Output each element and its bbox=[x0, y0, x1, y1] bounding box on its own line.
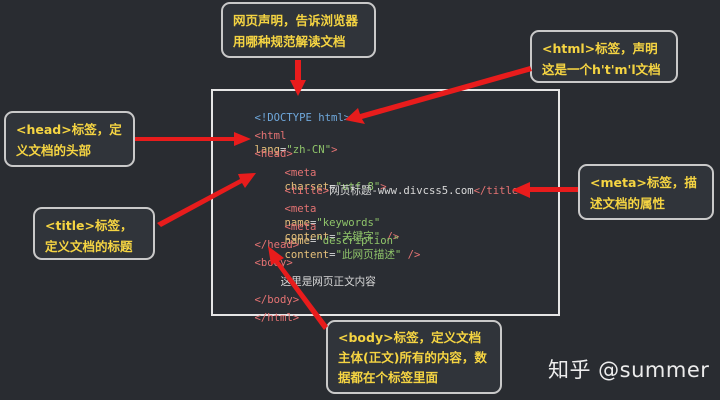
code-line-meta-keywords: <meta name="keywords" content="关键字" /> bbox=[259, 188, 400, 258]
equals-sign: = bbox=[310, 235, 317, 247]
title-open-tag: <title> bbox=[284, 185, 330, 197]
meta-description-content-attr: content bbox=[284, 249, 330, 261]
title-text: 网页标题-www.divcss5.com bbox=[329, 185, 474, 197]
meta-keywords-content-value: "关键字" bbox=[335, 231, 381, 243]
arrow-meta bbox=[512, 182, 578, 198]
code-line-html-open: <html lang="zh-CN"> bbox=[229, 115, 338, 171]
body-text: 这里是网页正文内容 bbox=[280, 276, 376, 288]
meta-keywords-tag: <meta bbox=[284, 203, 317, 215]
code-line-head-close: </head> bbox=[229, 224, 300, 266]
meta-charset-tag: <meta bbox=[284, 167, 317, 179]
meta-description-name-attr: name bbox=[284, 235, 311, 247]
callout-body: <body>标签，定义文档主体(正文)所有的内容，数据都在个标签里面 bbox=[326, 320, 502, 394]
head-open-tag: <head> bbox=[254, 148, 293, 160]
callout-html: <html>标签，声明这是一个h't'm'l文档 bbox=[530, 30, 678, 83]
equals-sign: = bbox=[329, 249, 336, 261]
code-line-body-close: </body> bbox=[229, 279, 300, 321]
callout-meta: <meta>标签，描述文档的属性 bbox=[578, 164, 714, 220]
meta-keywords-end: /> bbox=[380, 231, 400, 243]
callout-html-text: <html>标签，声明这是一个h't'm'l文档 bbox=[542, 41, 661, 77]
code-line-html-close: </html> bbox=[229, 297, 300, 339]
arrow-html bbox=[345, 66, 532, 124]
callout-body-text: <body>标签，定义文档主体(正文)所有的内容，数据都在个标签里面 bbox=[338, 330, 487, 385]
equals-sign: = bbox=[329, 181, 336, 193]
meta-charset-end: > bbox=[380, 181, 387, 193]
callout-title-text: <title>标签，定义文档的标题 bbox=[45, 218, 133, 254]
callout-title: <title>标签，定义文档的标题 bbox=[33, 207, 155, 260]
equals-sign: = bbox=[329, 231, 336, 243]
meta-description-content-value: "此网页描述" bbox=[335, 249, 402, 261]
html-open-tag: <html bbox=[254, 130, 287, 142]
callout-doctype-text: 网页声明，告诉浏览器用哪种规范解读文档 bbox=[233, 13, 359, 49]
code-line-head-open: <head> bbox=[229, 133, 293, 175]
meta-keywords-content-attr: content bbox=[284, 231, 330, 243]
html-lang-value: "zh-CN" bbox=[286, 144, 332, 156]
html-open-end: > bbox=[331, 144, 338, 156]
head-close-tag: </head> bbox=[254, 239, 300, 251]
meta-keywords-name-value: "keywords" bbox=[316, 217, 381, 229]
meta-description-name-value: "description" bbox=[316, 235, 400, 247]
equals-sign: = bbox=[310, 217, 317, 229]
meta-keywords-name-attr: name bbox=[284, 217, 311, 229]
html-close-tag: </html> bbox=[254, 312, 300, 324]
code-line-doctype: <!DOCTYPE html> bbox=[229, 97, 351, 139]
code-line-meta-description: <meta name="description" content="此网页描述"… bbox=[259, 206, 421, 276]
callout-meta-text: <meta>标签，描述文档的属性 bbox=[590, 175, 697, 211]
arrow-body bbox=[268, 246, 328, 330]
meta-description-tag: <meta bbox=[284, 221, 317, 233]
callout-head: <head>标签，定义文档的头部 bbox=[4, 111, 135, 167]
watermark: 知乎 @summer bbox=[548, 358, 710, 382]
body-close-tag: </body> bbox=[254, 294, 300, 306]
arrow-head bbox=[135, 132, 251, 146]
arrow-title bbox=[157, 173, 256, 227]
title-close-tag: </title> bbox=[473, 185, 525, 197]
meta-charset-value: "utf-8" bbox=[335, 181, 381, 193]
callout-head-text: <head>标签，定义文档的头部 bbox=[16, 122, 122, 158]
code-line-body-text: 这里是网页正文内容 bbox=[255, 261, 376, 303]
code-line-title: <title>网页标题-www.divcss5.com</title> bbox=[259, 170, 525, 212]
code-line-meta-charset: <meta charset="utf-8"> bbox=[259, 152, 387, 208]
callout-doctype: 网页声明，告诉浏览器用哪种规范解读文档 bbox=[221, 2, 376, 58]
meta-description-end: /> bbox=[401, 249, 421, 261]
equals-sign: = bbox=[280, 144, 287, 156]
code-block: <!DOCTYPE html> <html lang="zh-CN"> <hea… bbox=[211, 89, 560, 324]
meta-charset-attr: charset bbox=[284, 181, 330, 193]
html-lang-attr: lang bbox=[254, 144, 281, 156]
arrow-doctype bbox=[290, 60, 306, 96]
doctype-declaration: <!DOCTYPE html> bbox=[254, 112, 351, 124]
